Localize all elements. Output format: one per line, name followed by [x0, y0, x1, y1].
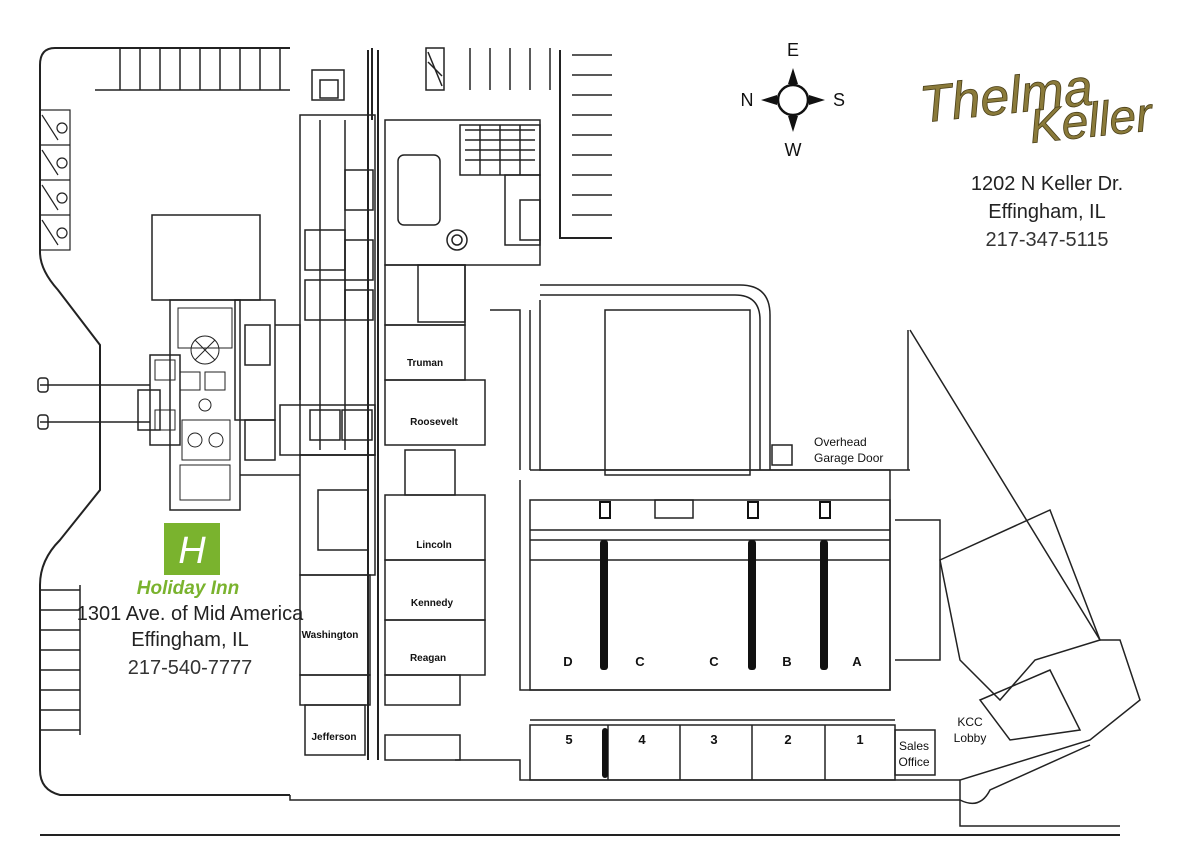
ballroom-section-d: D	[563, 654, 572, 669]
meeting-room-5: 5	[565, 732, 572, 747]
compass-north-label: N	[741, 90, 754, 110]
compass-rose: E W N S	[741, 40, 846, 160]
kcc-lobby-label-2: Lobby	[954, 731, 987, 745]
sales-office-label-1: Sales	[899, 739, 929, 753]
convention-center	[490, 284, 1141, 827]
holiday-inn-address: 1301 Ave. of Mid America	[77, 603, 304, 625]
meeting-room-1: 1	[856, 732, 863, 747]
overhead-door-label-2: Garage Door	[814, 451, 883, 465]
ballroom-section-b: B	[782, 654, 791, 669]
meeting-room-2: 2	[784, 732, 791, 747]
parking-lot-outline	[39, 47, 1120, 836]
thelma-logo-line2: Keller	[1027, 88, 1157, 154]
room-jefferson-label: Jefferson	[311, 732, 356, 743]
holiday-inn-logo: H Holiday Inn	[137, 523, 239, 599]
holiday-inn-phone: 217-540-7777	[128, 657, 253, 679]
holiday-inn-logo-text: Holiday Inn	[137, 578, 239, 599]
central-wing	[279, 69, 376, 756]
main-corridor	[367, 50, 379, 760]
thelma-address: 1202 N Keller Dr.	[971, 173, 1123, 195]
thelma-keller-logo: Thelma Keller	[916, 58, 1157, 154]
kcc-lobby-label-1: KCC	[957, 715, 983, 729]
ballroom-section-c2: C	[709, 654, 719, 669]
compass-south-label: S	[833, 90, 845, 110]
room-reagan-label: Reagan	[410, 653, 446, 664]
airwall-partitions	[599, 501, 831, 778]
room-roosevelt-label: Roosevelt	[410, 417, 458, 428]
room-kennedy-label: Kennedy	[411, 598, 454, 609]
sales-office-label-2: Office	[898, 755, 929, 769]
thelma-city: Effingham, IL	[988, 201, 1105, 223]
road-lines	[289, 744, 1091, 805]
accessible-parking	[39, 109, 71, 251]
room-lincoln-label: Lincoln	[416, 540, 452, 551]
room-truman-label: Truman	[407, 358, 443, 369]
presidential-rooms	[384, 119, 541, 761]
holiday-inn-building	[37, 214, 301, 511]
parking-stalls-bottom	[40, 585, 81, 735]
svg-text:H: H	[178, 530, 206, 572]
overhead-door-label-1: Overhead	[814, 435, 867, 449]
compass-west-label: W	[785, 140, 802, 160]
parking-stalls-top	[95, 47, 612, 216]
ballroom-section-c1: C	[635, 654, 645, 669]
room-washington-label: Washington	[302, 630, 359, 641]
meeting-room-3: 3	[710, 732, 717, 747]
ballroom-section-a: A	[852, 654, 862, 669]
meeting-room-4: 4	[638, 732, 646, 747]
thelma-phone: 217-347-5115	[985, 229, 1108, 251]
holiday-inn-furniture	[154, 307, 233, 501]
compass-east-label: E	[787, 40, 799, 60]
holiday-inn-city: Effingham, IL	[131, 629, 248, 651]
